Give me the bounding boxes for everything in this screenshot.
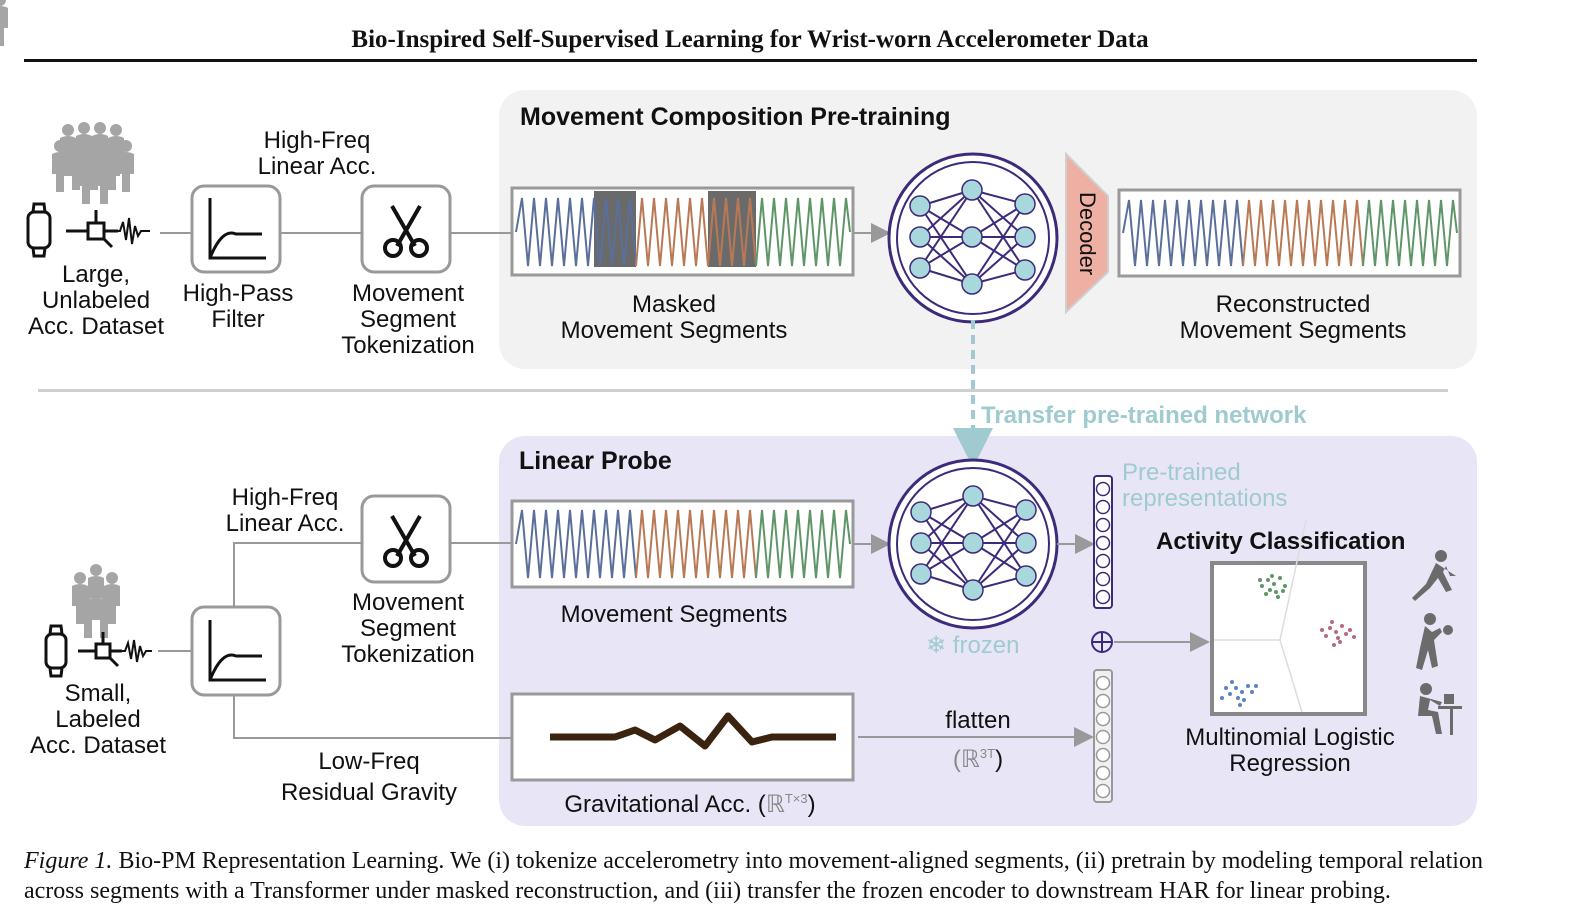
sitting-desk-icon <box>1418 683 1462 735</box>
snowflake-icon: ❄ <box>926 632 947 659</box>
high-freq-label-bottom: High-Freq Linear Acc. <box>225 484 345 537</box>
frozen-network-icon <box>887 458 1059 630</box>
high-pass-filter-icon <box>190 605 282 697</box>
pretrained-representations-label: Pre-trained representations <box>1122 459 1288 512</box>
running-person-icon <box>1412 550 1456 601</box>
regression-label: Multinomial Logistic Regression <box>1185 724 1395 777</box>
tokenization-label-bottom: Movement Segment Tokenization <box>341 589 475 668</box>
figure-caption: Figure 1. Bio-PM Representation Learning… <box>24 846 1484 906</box>
basketball-player-icon <box>1416 613 1453 670</box>
activity-classification-title: Activity Classification <box>1156 528 1406 555</box>
watch-icon <box>44 624 68 678</box>
low-freq-label: Low-Freq Residual Gravity <box>280 748 458 806</box>
high-pass-filter-icon <box>190 184 282 274</box>
flatten-dim-label: (ℝ3T) <box>952 746 1004 773</box>
representation-vector <box>1093 475 1113 609</box>
classification-plot <box>1210 519 1367 716</box>
masked-segments-label: Masked Movement Segments <box>560 291 788 344</box>
movement-segments-box <box>510 499 855 589</box>
connector-line <box>233 542 362 607</box>
section-divider <box>38 389 1448 392</box>
small-dataset-label: Small, Labeled Acc. Dataset <box>29 680 167 759</box>
signal-icon <box>120 639 152 663</box>
connector-line <box>233 695 512 739</box>
signal-icon <box>114 217 150 245</box>
gravitational-acc-box <box>510 692 855 782</box>
scissors-icon <box>360 494 452 584</box>
high-freq-label-top: High-Freq Linear Acc. <box>257 127 377 180</box>
linear-probe-title: Linear Probe <box>519 447 672 475</box>
pretraining-title: Movement Composition Pre-training <box>520 103 951 131</box>
decoder-label: Decoder <box>1075 192 1100 276</box>
axes-icon <box>66 210 118 249</box>
reconstructed-segments-label: Reconstructed Movement Segments <box>1179 291 1407 344</box>
reconstructed-segments-box <box>1117 188 1462 278</box>
movement-segments-label: Movement Segments <box>560 601 788 628</box>
frozen-text: frozen <box>952 632 1020 659</box>
gravity-vector <box>1093 669 1113 803</box>
flatten-label: flatten <box>945 707 1011 734</box>
crowd-small-icon <box>72 564 120 638</box>
high-pass-filter-label: High-Pass Filter <box>182 280 294 333</box>
scissors-icon <box>360 184 452 274</box>
masked-segments-box <box>510 186 855 277</box>
title-rule <box>24 59 1477 62</box>
transformer-network-icon <box>887 152 1059 324</box>
figure-title: Bio-Inspired Self-Supervised Learning fo… <box>351 26 1149 53</box>
frozen-label: ❄ frozen <box>926 631 1019 660</box>
gravitational-acc-label: Gravitational Acc. (ℝT×3) <box>564 791 816 818</box>
tokenization-label-top: Movement Segment Tokenization <box>341 280 475 359</box>
large-dataset-label: Large, Unlabeled Acc. Dataset <box>27 261 165 340</box>
concat-icon <box>1091 631 1113 653</box>
watch-icon <box>26 202 52 258</box>
caption-text: Bio-PM Representation Learning. We (i) t… <box>24 848 1483 904</box>
decoder-shape <box>1065 151 1109 315</box>
transfer-label: Transfer pre-trained network <box>981 402 1307 429</box>
crowd-large-icon <box>0 0 134 204</box>
figure-label: Figure 1. <box>24 848 113 874</box>
axes-icon <box>78 632 122 668</box>
